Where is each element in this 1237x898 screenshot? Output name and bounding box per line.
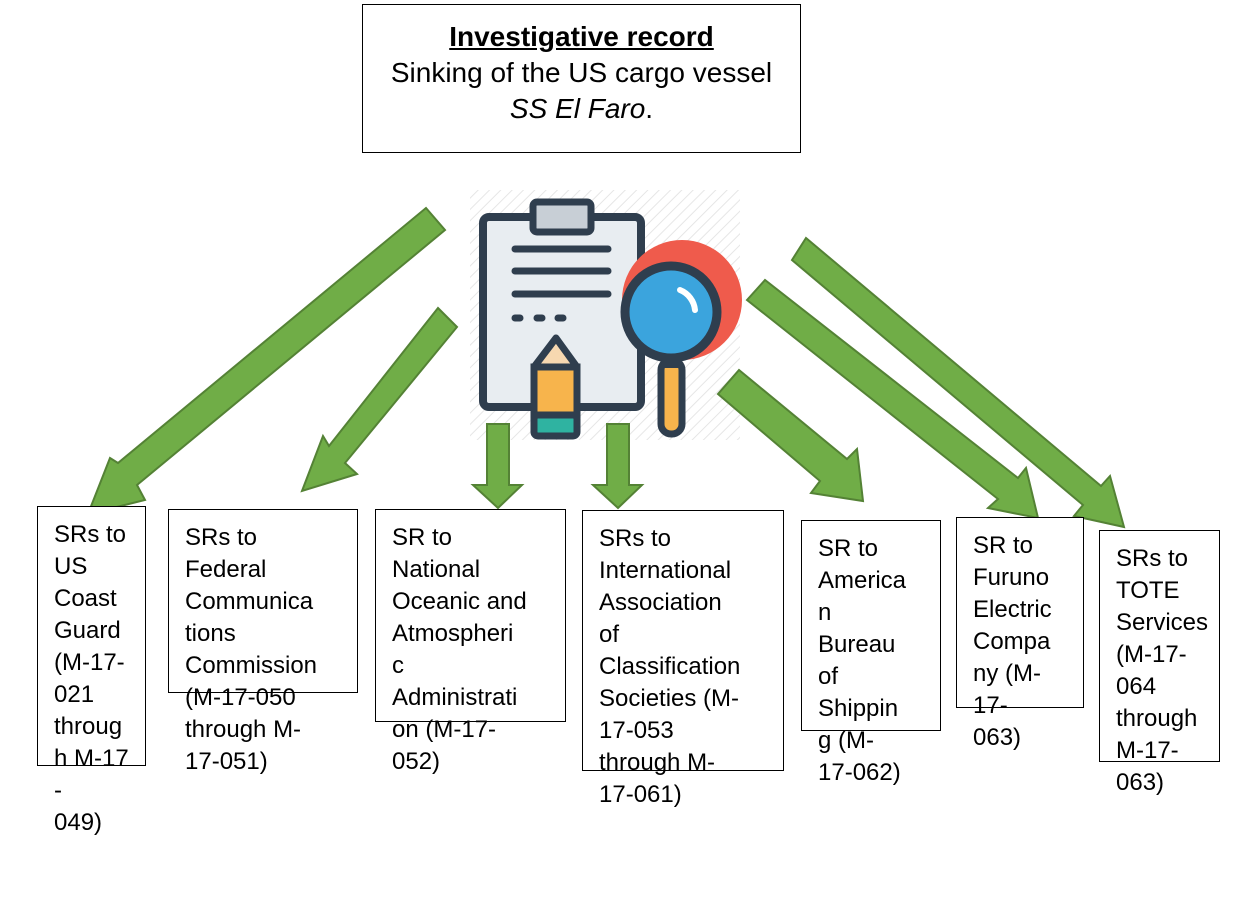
recipient-box-fcc: SRs to Federal Communica tions Commissio…: [168, 509, 358, 775]
arrow-to-abs: [716, 368, 865, 503]
arrow-to-tote: [790, 236, 1126, 529]
vessel-name-line: SS El Faro.: [363, 91, 800, 127]
arrow-to-iacs: [590, 423, 645, 510]
arrow-to-fcc: [300, 306, 459, 493]
vessel-period: .: [645, 93, 654, 124]
arrow-to-noaa: [470, 423, 525, 510]
arrow-to-coast-guard: [86, 206, 447, 516]
recipient-box-furuno: SR to Furuno Electric Compa ny (M- 17- 0…: [956, 517, 1084, 751]
recipient-box-coast-guard: SRs to US Coast Guard (M-17- 021 throug …: [37, 506, 146, 836]
record-description: Sinking of the US cargo vessel: [390, 57, 773, 88]
record-heading: Investigative record: [449, 21, 714, 52]
recipient-box-tote: SRs to TOTE Services (M-17- 064 through …: [1099, 530, 1220, 796]
arrow-to-furuno: [745, 278, 1040, 520]
recipient-box-noaa: SR to National Oceanic and Atmospheri c …: [375, 509, 566, 775]
vessel-name: SS El Faro: [509, 93, 646, 124]
investigative-record-box: Investigative record Sinking of the US c…: [362, 4, 801, 153]
investigation-clipboard-magnifier-icon: [479, 198, 742, 440]
recipient-box-iacs: SRs to International Association of Clas…: [582, 510, 784, 808]
recipient-box-abs: SR to America n Bureau of Shippin g (M- …: [801, 520, 941, 786]
